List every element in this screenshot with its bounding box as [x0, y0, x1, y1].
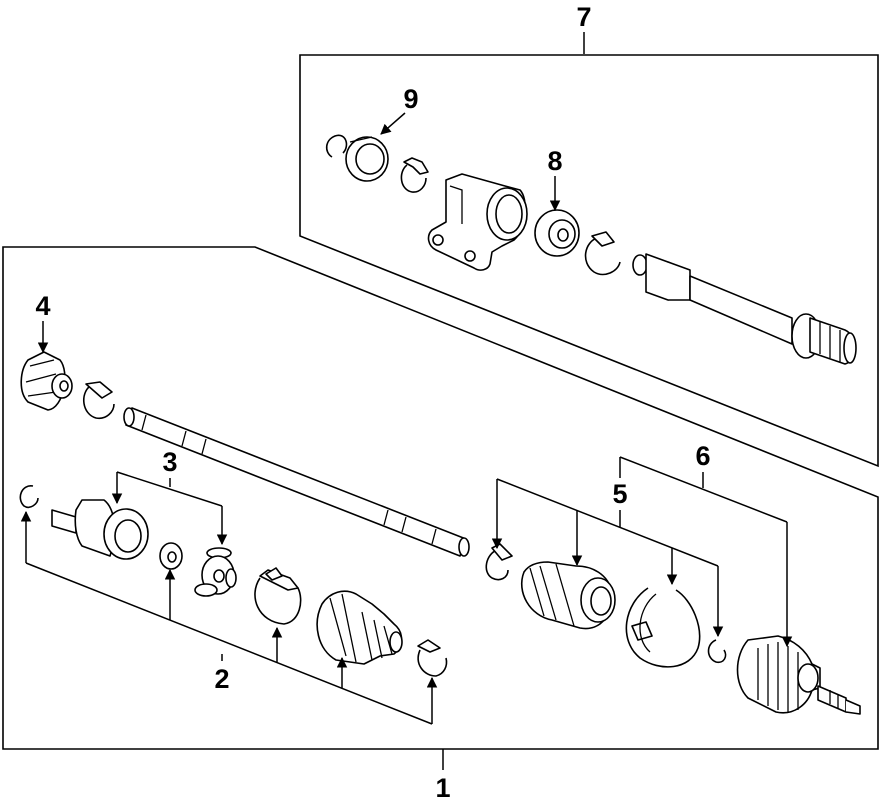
callout-7-group: 7: [576, 2, 592, 54]
boot-band-small: [417, 639, 448, 677]
intermediate-shaft-frame: [299, 54, 879, 468]
callout-8: 8: [547, 146, 562, 176]
callout-6-group: 6: [619, 441, 793, 648]
callout-5: 5: [612, 479, 627, 509]
callout-4: 4: [35, 291, 50, 321]
callout-9: 9: [403, 84, 418, 114]
inboard-joint: [51, 499, 149, 560]
callout-5-group: 5: [491, 478, 724, 638]
clip-ring-upper: [400, 157, 429, 193]
boot-clamp-large: [625, 587, 701, 668]
callout-9-group: 9: [380, 84, 419, 135]
callout-6: 6: [695, 441, 710, 471]
snap-ring-left: [19, 485, 39, 509]
spacer-ring: [159, 542, 183, 570]
boot-band-large: [254, 567, 302, 625]
intermediate-shaft: [632, 253, 857, 365]
callout-8-group: 8: [547, 146, 563, 212]
bearing-8: [534, 209, 580, 257]
axle-assembly-frame: [2, 246, 879, 750]
snap-ring-bearing: [584, 231, 621, 276]
half-shaft: [123, 407, 470, 557]
callout-1: 1: [435, 773, 450, 803]
bearing-support-bracket: [427, 173, 528, 271]
outboard-boot-5: [520, 561, 616, 630]
dust-seal-9: [345, 136, 389, 182]
outer-boot-4: [20, 351, 73, 411]
outer-joint-6: [736, 635, 861, 715]
tripod-joint: [194, 547, 237, 597]
callout-7: 7: [576, 2, 591, 32]
callout-1-group: 1: [435, 749, 451, 803]
callout-3: 3: [162, 447, 177, 477]
clip-small: [707, 639, 727, 664]
snap-ring-upper: [325, 134, 348, 158]
callout-2-group: 2: [20, 510, 438, 725]
boot-band-outer: [83, 381, 115, 420]
snap-ring-right: [485, 543, 513, 581]
callout-3-group: 3: [111, 447, 228, 546]
callout-2: 2: [214, 664, 229, 694]
inner-boot: [316, 590, 403, 665]
callout-4-group: 4: [35, 291, 51, 354]
